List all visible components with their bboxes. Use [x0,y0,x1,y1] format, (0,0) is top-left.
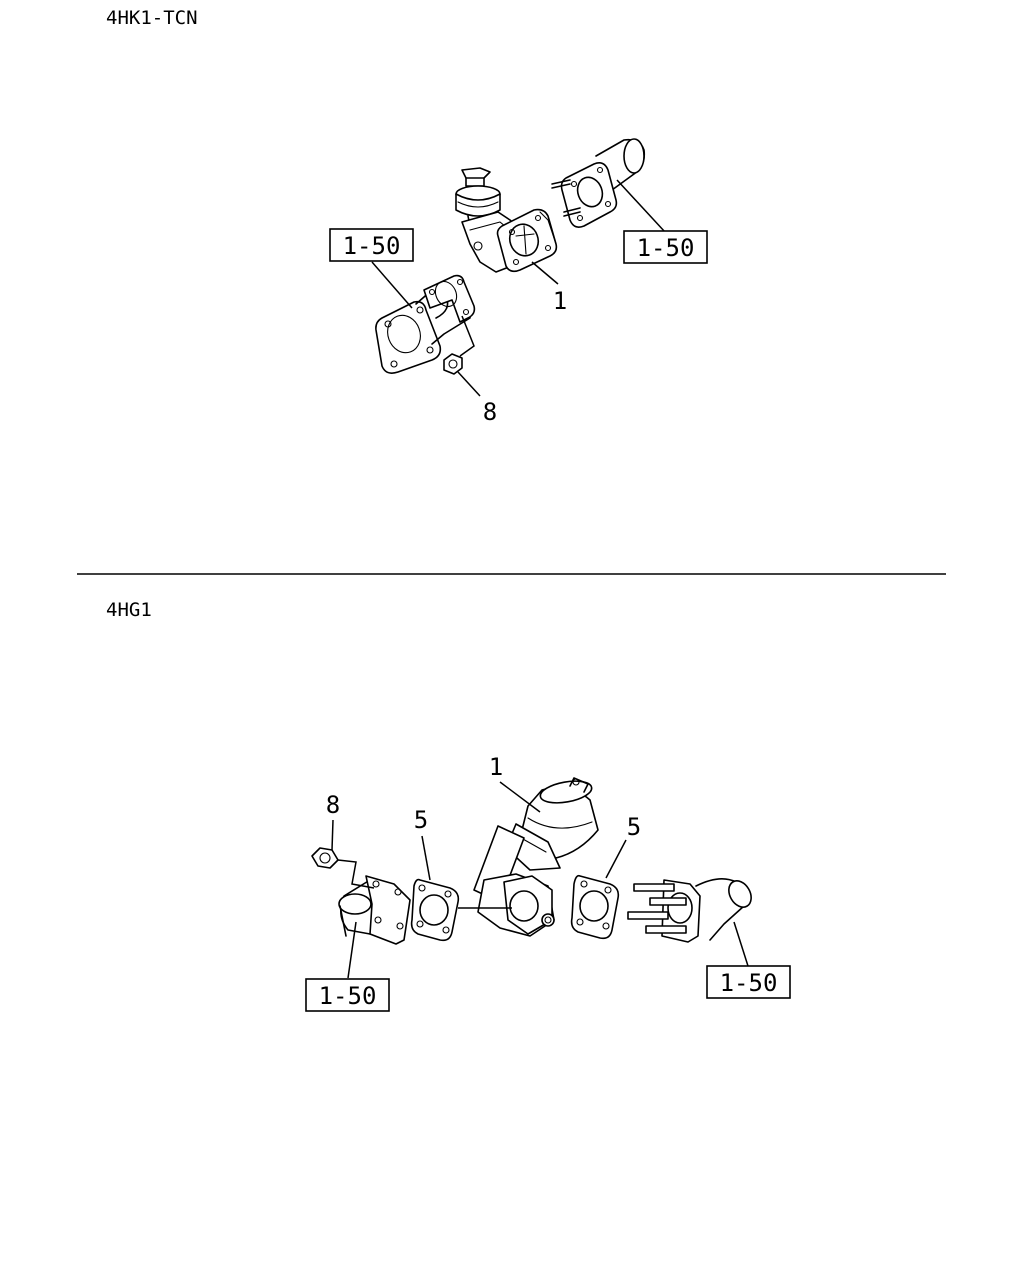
leader-callout-5-right [605,839,627,879]
callout-5-right: 5 [627,813,641,841]
nut-8-lower [311,847,339,869]
callout-1-lower: 1 [489,753,503,781]
section-title-4hg1: 4HG1 [106,599,152,621]
ref-box-upper-right [623,230,708,264]
leader-ref-right-upper [616,179,666,233]
callout-1-upper: 1 [553,287,567,315]
ref-box-upper-left [329,228,414,262]
leader-nut-stud-upper [459,315,475,357]
leader-nut-stud-lower [337,859,375,889]
leader-callout-5-left [421,835,431,881]
leader-callout-8-lower [331,819,334,851]
callout-8-lower: 8 [326,791,340,819]
exhaust-pipe-left [375,274,476,374]
leader-callout-8-upper [457,371,481,397]
ref-label-upper-left: 1-50 [343,232,401,260]
leader-ref-lower-right [733,921,749,967]
ref-box-lower-left [305,978,390,1012]
egr-valve [455,167,558,273]
ref-label-lower-right: 1-50 [720,969,778,997]
exhaust-pipe-right-lower [627,878,752,943]
leader-callout-1-lower [499,781,541,813]
ref-label-lower-left: 1-50 [319,982,377,1010]
leader-ref-left-upper [371,261,413,309]
leader-callout-1-upper [531,261,559,285]
gasket-right [570,874,620,940]
callout-5-left: 5 [414,806,428,834]
egr-valve-lower [473,777,599,937]
exhaust-pipe-left-lower [338,875,411,945]
leader-ref-lower-left [347,921,357,979]
nut-8-upper [443,353,463,375]
callout-8-upper: 8 [483,398,497,426]
gasket-left [410,878,460,942]
section-title-4hk1-tcn: 4HK1-TCN [106,7,198,29]
ref-label-upper-right: 1-50 [637,234,695,262]
ref-box-lower-right [706,965,791,999]
exhaust-pipe-right [551,138,646,228]
